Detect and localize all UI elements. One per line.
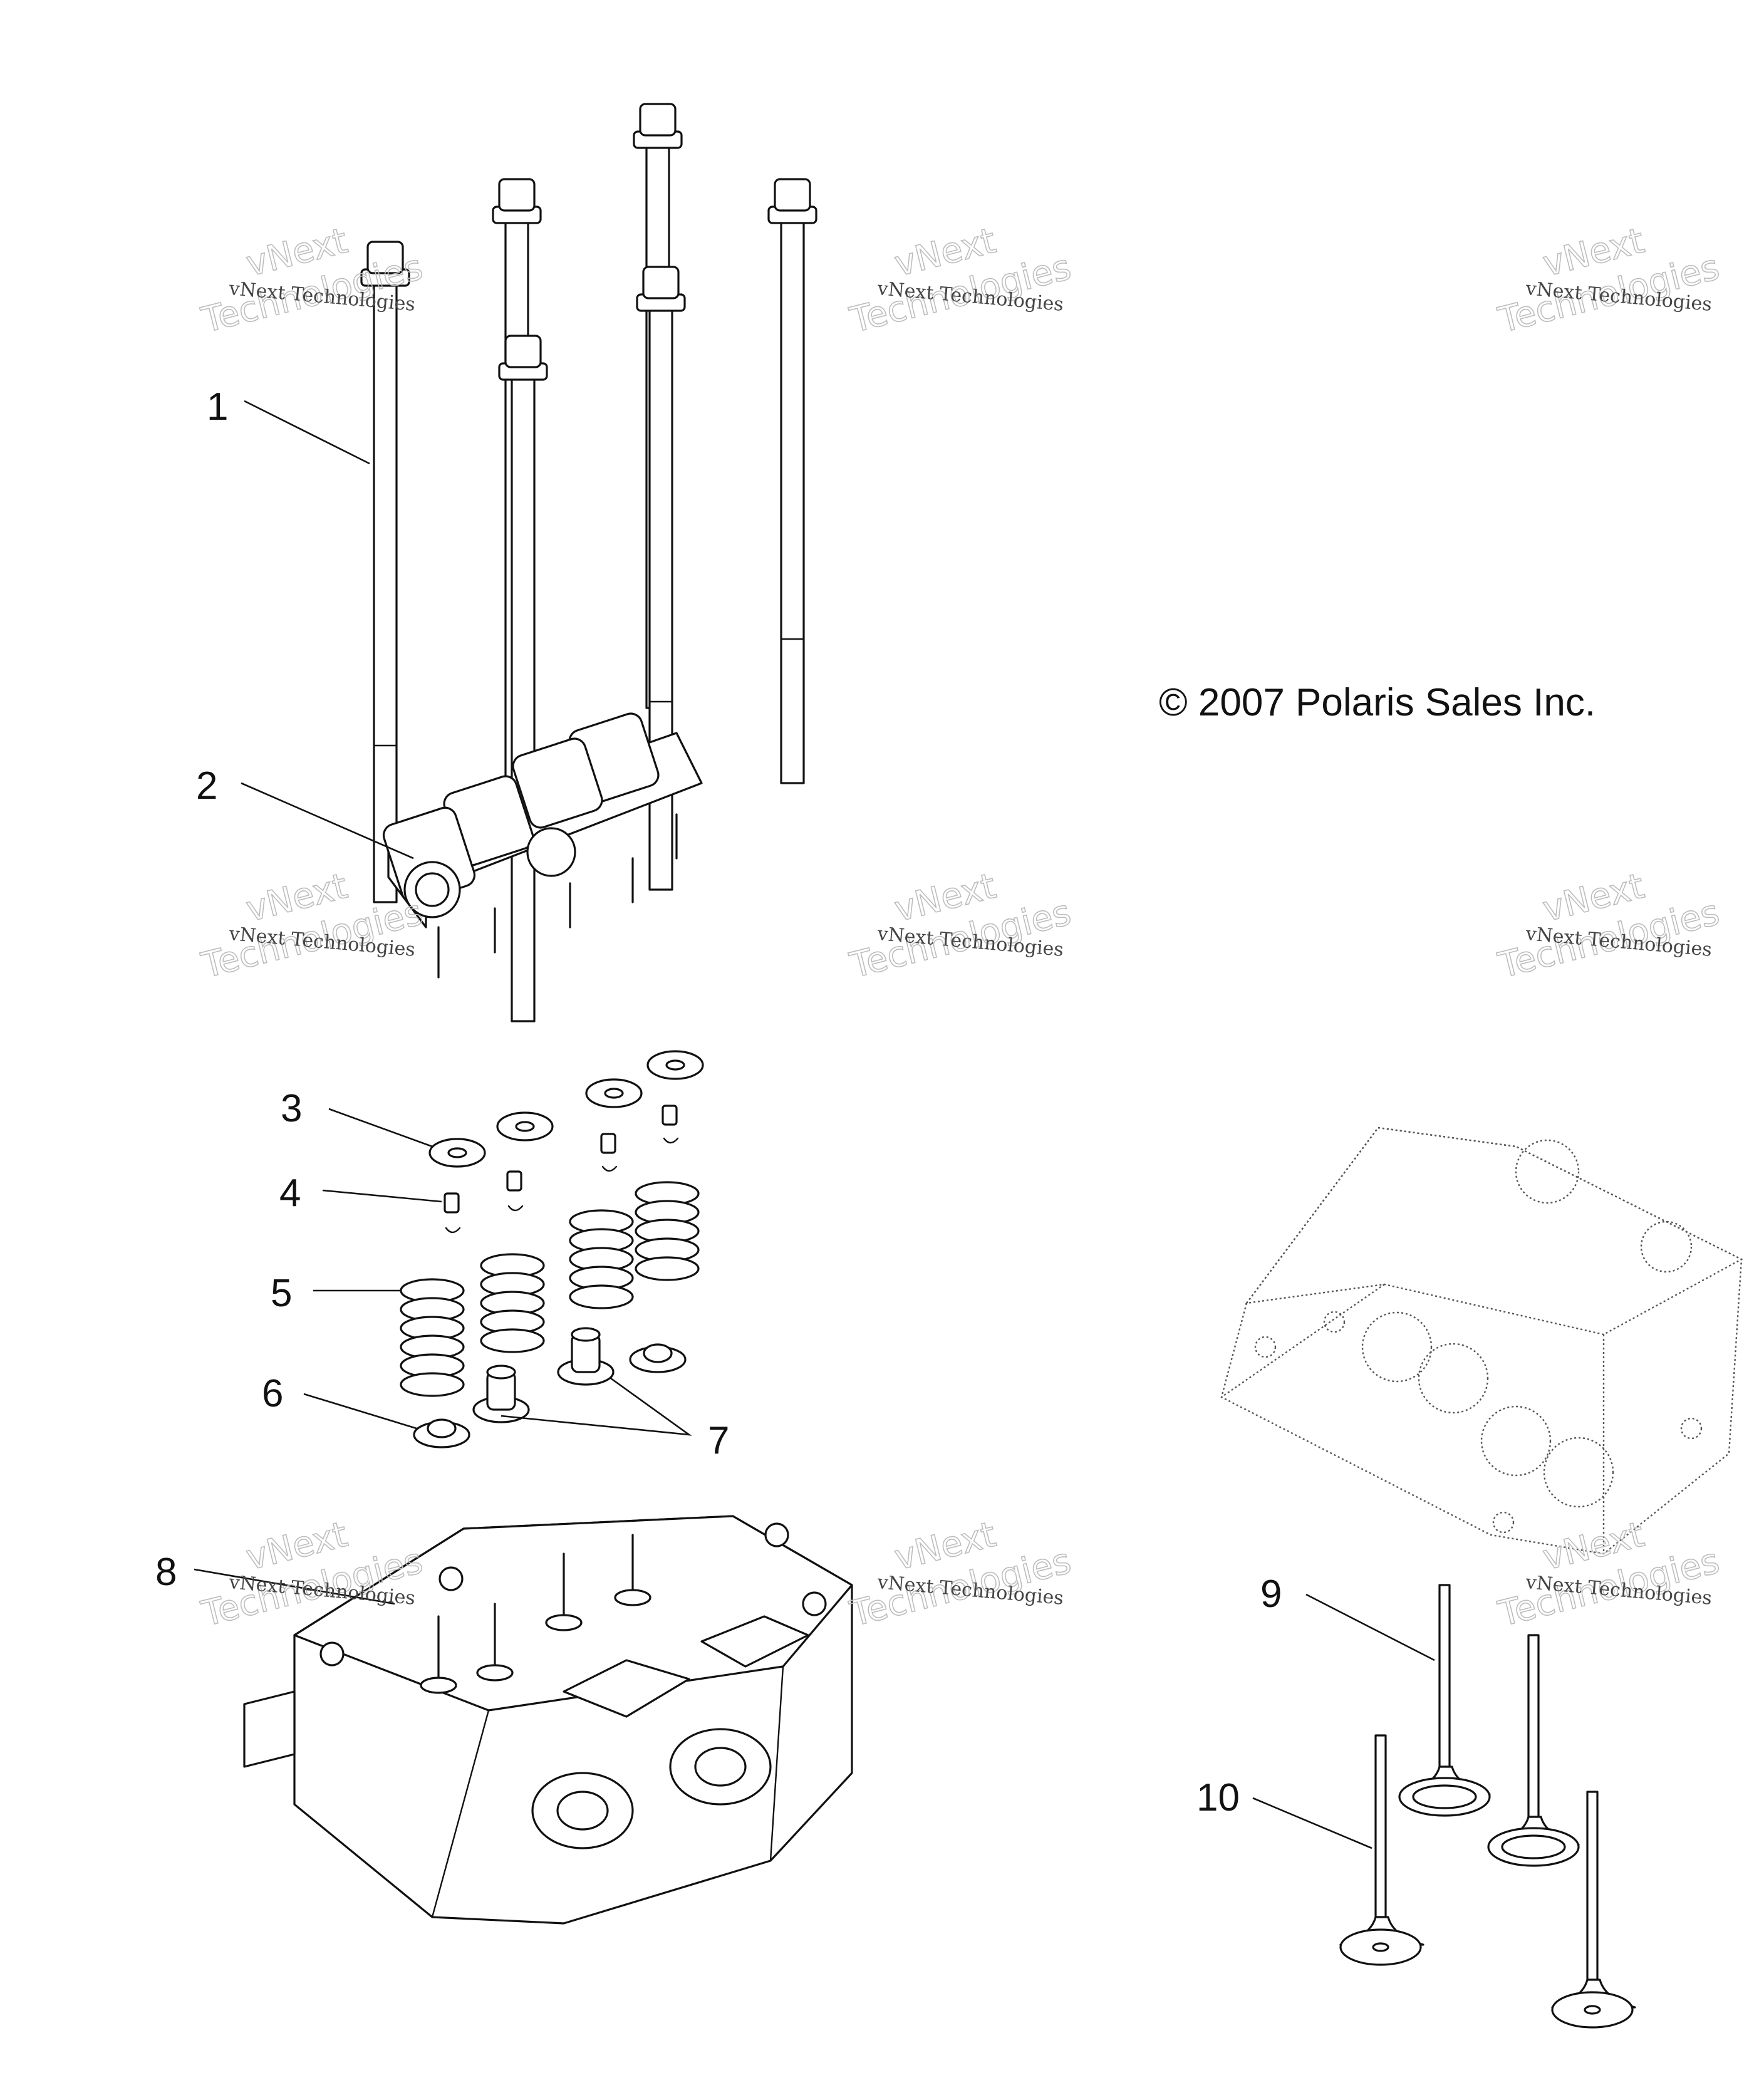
- exhaust-valve-icon: [1339, 1734, 1636, 2029]
- spring-seat-icon: [413, 1343, 687, 1448]
- valve-stem-seal-icon: [472, 1327, 615, 1423]
- valve-keeper-icon: [444, 1105, 679, 1234]
- leader-3: [328, 1108, 433, 1148]
- callout-10: 10: [1196, 1776, 1240, 1819]
- watermark: vNext Technologies vNext Technologies: [845, 865, 1075, 987]
- callout-labels: 1 2 3 4 5 6 7 8 9 10: [155, 385, 1282, 1819]
- watermark: vNext Technologies vNext Technologies: [1493, 1514, 1723, 1635]
- callout-9: 9: [1260, 1573, 1282, 1616]
- watermarks: vNext Technologies vNext Technologies vN…: [197, 220, 1723, 1635]
- watermark: vNext Technologies vNext Technologies: [845, 1514, 1075, 1635]
- leader-lines: [194, 400, 1435, 1849]
- leader-1: [244, 400, 370, 465]
- callout-8: 8: [155, 1551, 177, 1594]
- valve-spring-retainer-icon: [428, 1050, 704, 1168]
- callout-4: 4: [279, 1172, 301, 1215]
- watermark: vNext Technologies vNext Technologies: [845, 220, 1075, 341]
- leader-2: [241, 782, 414, 860]
- rocker-arm-assembly-icon: [382, 712, 703, 979]
- callout-3: 3: [281, 1087, 302, 1130]
- leader-9: [1305, 1593, 1435, 1661]
- leader-6: [303, 1393, 417, 1430]
- callout-7: 7: [708, 1419, 729, 1462]
- watermark: vNext Technologies vNext Technologies: [1493, 220, 1723, 341]
- copyright-block: © 2007 Polaris Sales Inc.: [1159, 681, 1595, 724]
- callout-1: 1: [207, 385, 228, 429]
- intake-valve-icon: [1398, 1584, 1580, 1867]
- leader-8: [194, 1568, 395, 1605]
- leader-4: [322, 1189, 442, 1203]
- copyright-text: © 2007 Polaris Sales Inc.: [1159, 681, 1595, 724]
- cylinder-head-bolt-icon: [360, 103, 817, 1022]
- callout-6: 6: [262, 1372, 283, 1415]
- callout-5: 5: [271, 1272, 292, 1315]
- callout-2: 2: [196, 764, 217, 808]
- leader-10: [1252, 1797, 1372, 1849]
- leader-7: [501, 1377, 692, 1436]
- cylinder-head-underside-icon: [1220, 1126, 1743, 1555]
- cylinder-head-icon: [243, 1515, 853, 1925]
- watermark: vNext Technologies vNext Technologies: [1493, 865, 1723, 987]
